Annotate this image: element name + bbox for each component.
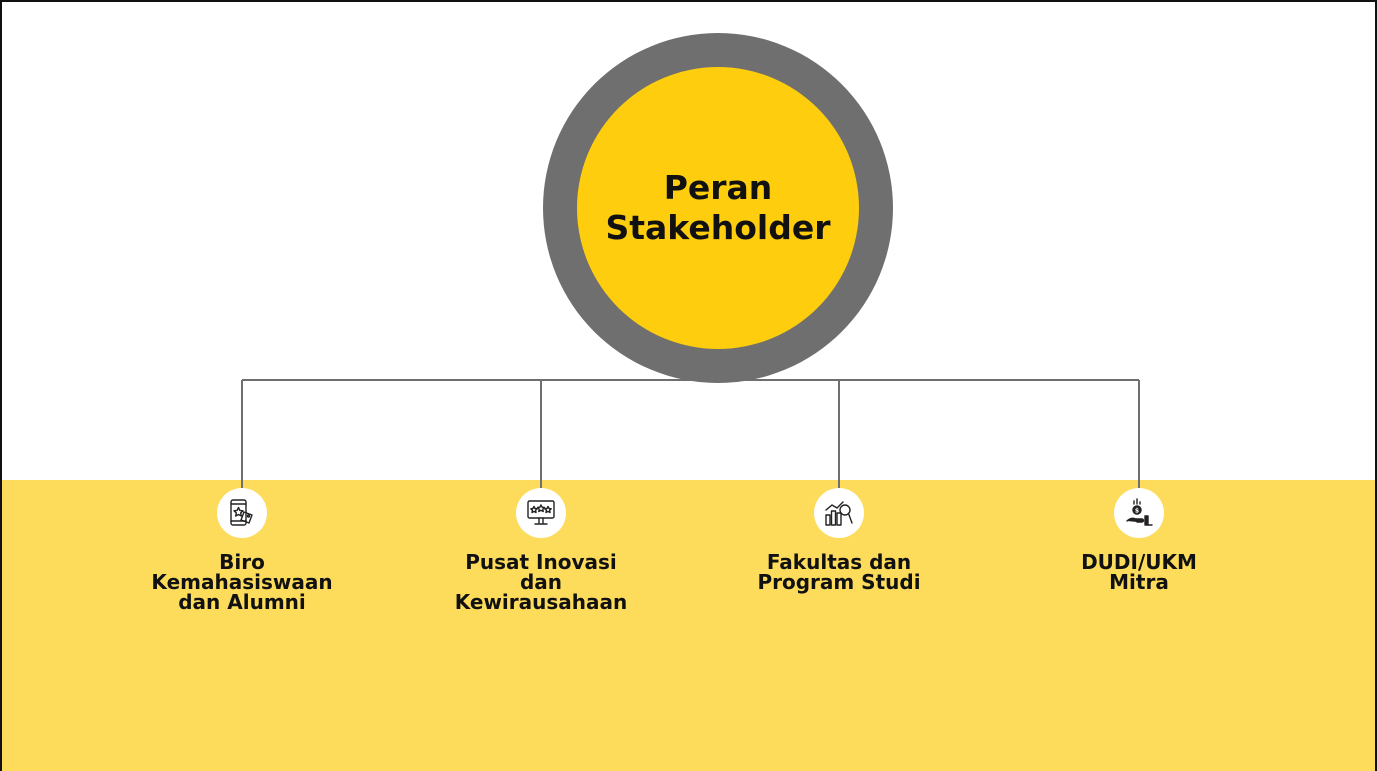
stakeholder-node-fakultas: Fakultas dan Program Studi	[714, 488, 964, 592]
mobile-review-stars-icon	[217, 488, 267, 538]
node-label: Fakultas dan Program Studi	[757, 550, 921, 594]
stakeholder-node-biro: Biro Kemahasiswaan dan Alumni	[117, 488, 367, 612]
stakeholder-node-pusat-inovasi: Pusat Inovasi dan Kewirausahaan	[416, 488, 666, 612]
svg-text:$: $	[1135, 508, 1139, 515]
center-hub: Peran Stakeholder	[577, 67, 859, 349]
center-hub-ring: Peran Stakeholder	[543, 33, 893, 383]
stakeholder-node-dudi-ukm: $ DUDI/UKM Mitra	[1014, 488, 1264, 592]
hand-coin-investment-icon: $	[1114, 488, 1164, 538]
center-title: Peran Stakeholder	[605, 168, 831, 247]
node-label: Biro Kemahasiswaan dan Alumni	[151, 550, 333, 614]
node-label: DUDI/UKM Mitra	[1081, 550, 1197, 594]
bar-chart-magnifier-icon	[814, 488, 864, 538]
node-label: Pusat Inovasi dan Kewirausahaan	[454, 550, 628, 614]
monitor-rating-stars-icon	[516, 488, 566, 538]
